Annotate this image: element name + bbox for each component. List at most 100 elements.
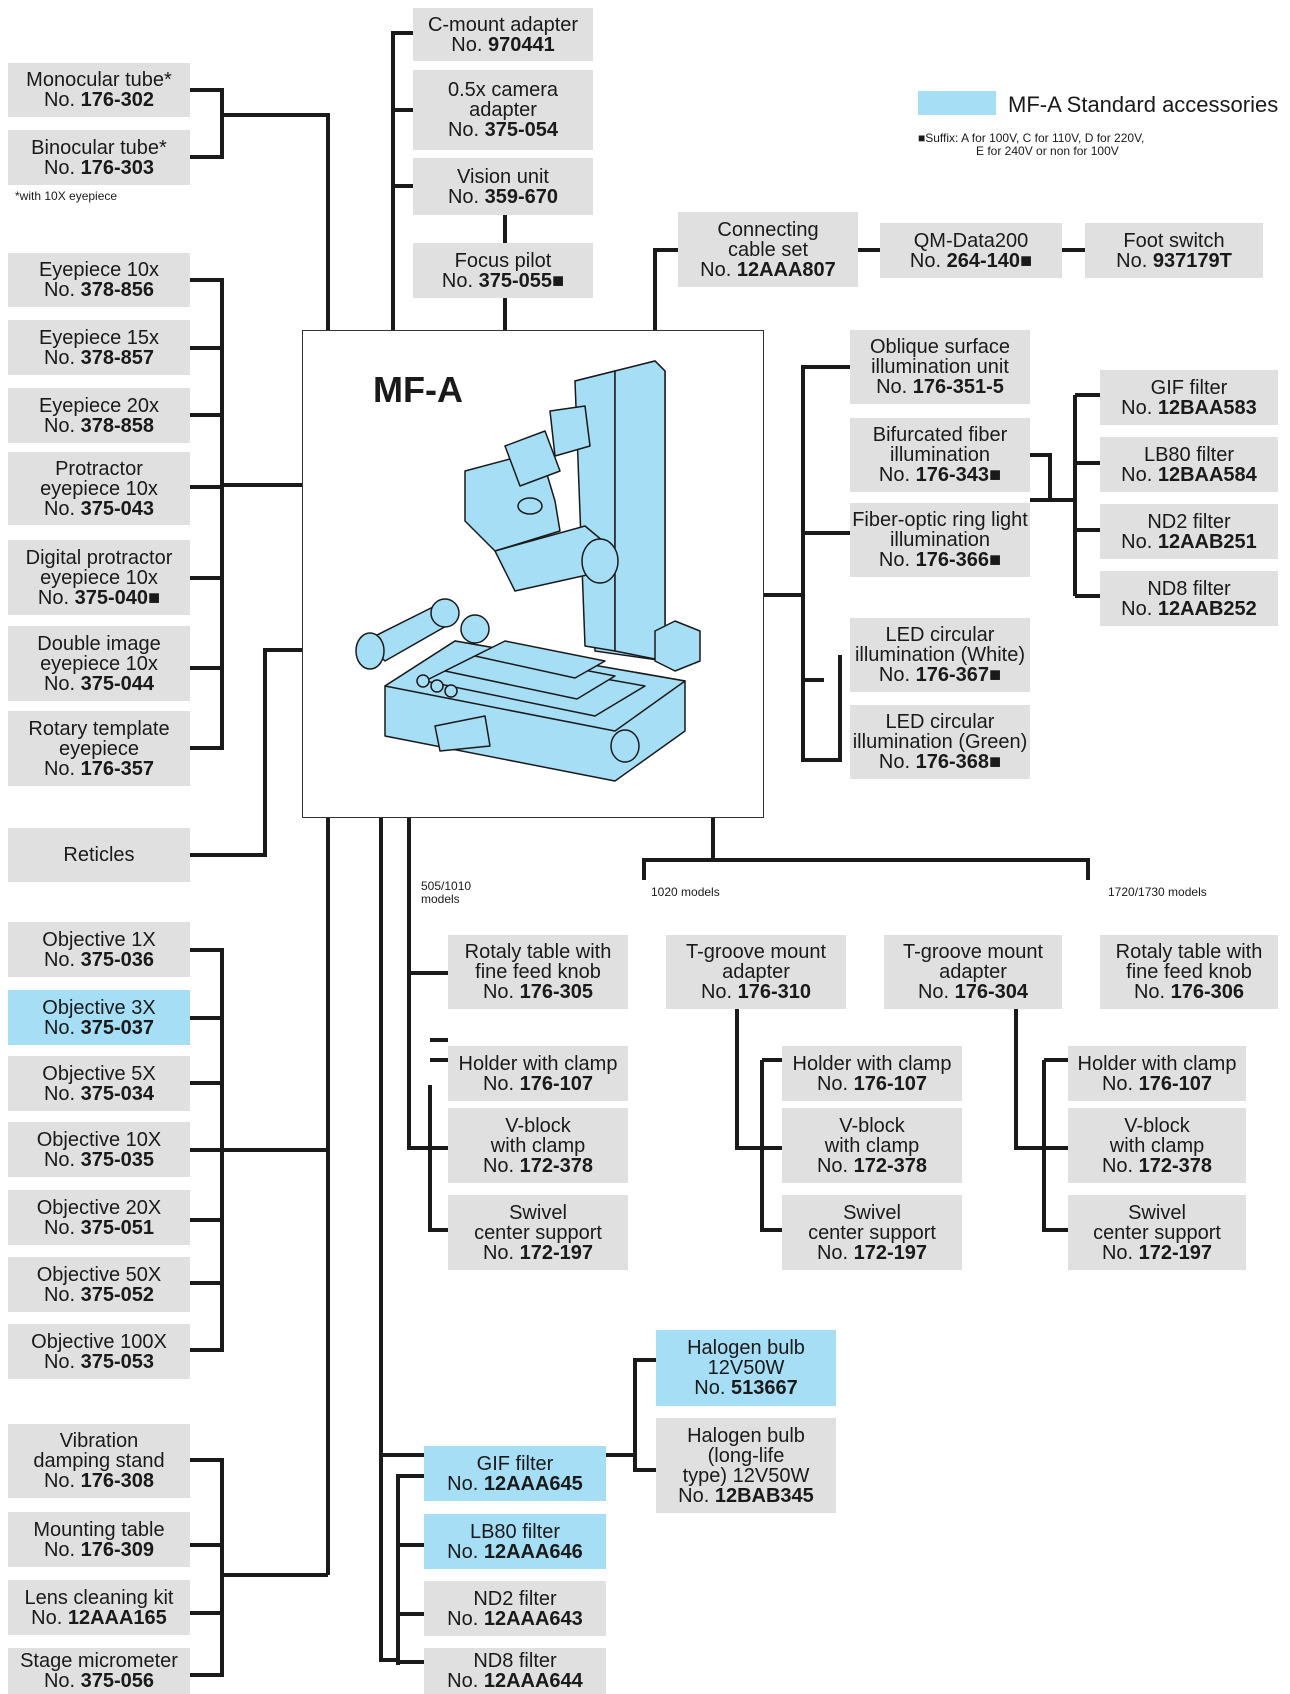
accessory-label: Objective 5X: [42, 1062, 156, 1085]
part-number: No. 172-378: [482, 1154, 594, 1177]
main-product-frame: MF-A: [302, 330, 764, 818]
accessory-label: Focus pilot: [454, 249, 552, 272]
accessory-label: fine feed knob: [475, 961, 601, 983]
part-number: No. 176-308: [43, 1470, 155, 1492]
models-505-1010-line1: 505/1010: [421, 879, 472, 893]
part-number: No. 176-304: [917, 981, 1029, 1003]
part-number: No. 176-351-5: [876, 376, 1004, 398]
accessory-label: Oblique surface: [869, 336, 1011, 358]
accessory-label: eyepiece 10x: [40, 477, 158, 500]
part-number: No. 176-302: [43, 89, 155, 111]
accessory-label: center support: [1093, 1221, 1221, 1244]
part-number: No. 375-052: [43, 1283, 155, 1306]
suffix-line1: A for 100V, C for 110V, D for 220V,: [961, 131, 1145, 145]
part-number: No. 172-197: [1101, 1241, 1213, 1264]
accessory-label: Connecting: [717, 218, 819, 241]
accessory-label: ND8 filter: [1147, 577, 1231, 600]
models-1020-label: 1020 models: [651, 885, 720, 899]
accessory-label: Objective 3X: [42, 996, 156, 1019]
part-number: No. 172-378: [1101, 1154, 1213, 1177]
accessory-label: illumination: [889, 529, 991, 551]
part-number: No. 12AAA643: [447, 1607, 583, 1630]
accessory-label: Foot switch: [1123, 229, 1225, 252]
accessory-label: C-mount adapter: [427, 13, 579, 36]
part-number: No. 176-305: [482, 981, 594, 1003]
accessory-label: illumination: [889, 444, 991, 466]
accessory-label: 0.5x camera: [447, 79, 559, 101]
models-505-1010-label: 505/1010 models: [421, 880, 471, 906]
accessory-label: illumination (White): [854, 644, 1026, 666]
accessory-label: Objective 100X: [31, 1330, 167, 1353]
part-number: No. 176-368■: [878, 751, 1002, 773]
accessory-label: Stage micrometer: [20, 1650, 178, 1672]
part-number: No. 12BAA583: [1121, 396, 1257, 419]
accessory-label: ND2 filter: [1147, 510, 1231, 533]
part-number: No. 12AAA644: [447, 1670, 583, 1692]
part-number: No. 12AAA645: [447, 1472, 583, 1495]
product-title: MF-A: [373, 369, 463, 410]
accessory-label: adapter: [469, 99, 537, 121]
accessory-reticles: Reticles: [8, 828, 190, 882]
suffix-note: ■Suffix: A for 100V, C for 110V, D for 2…: [918, 132, 1144, 158]
part-number: No. 359-670: [447, 185, 559, 208]
accessory-label: Eyepiece 20x: [38, 394, 160, 417]
part-number: No. 12AAB251: [1121, 530, 1257, 553]
accessory-label: Eyepiece 10x: [38, 259, 160, 281]
accessory-label: Vision unit: [457, 165, 549, 188]
microscope-illustration: [355, 360, 701, 782]
accessory-label: Objective 50X: [36, 1263, 162, 1286]
accessory-label: Objective 20X: [36, 1196, 162, 1219]
eyepiece-note: *with 10X eyepiece: [15, 189, 118, 203]
accessory-label: Holder with clamp: [792, 1052, 952, 1075]
accessory-label: Swivel: [843, 1201, 901, 1224]
accessory-label: Holder with clamp: [1077, 1052, 1237, 1075]
accessory-label: LB80 filter: [1143, 443, 1235, 466]
accessory-label: center support: [808, 1221, 936, 1244]
part-number: No. 12AAB252: [1121, 597, 1257, 620]
accessory-label: Objective 10X: [36, 1128, 162, 1151]
accessory-label: Fiber-optic ring light: [852, 509, 1028, 531]
accessory-label: illumination unit: [871, 356, 1009, 378]
part-number: No. 176-306: [1133, 981, 1245, 1003]
part-number: No. 375-037: [43, 1016, 155, 1039]
part-number: No. 375-053: [43, 1350, 155, 1373]
accessory-label: Halogen bulb: [687, 1424, 805, 1447]
accessory-label: Lens cleaning kit: [24, 1586, 174, 1609]
part-number: No. 176-357: [43, 757, 155, 780]
accessory-label: 12V50W: [707, 1357, 785, 1379]
accessory-label: Swivel: [509, 1201, 567, 1224]
part-number: No. 513667: [694, 1377, 798, 1399]
accessory-label: ND2 filter: [473, 1587, 557, 1610]
part-number: No. 176-309: [43, 1538, 155, 1561]
part-number: No. 12AAA646: [447, 1540, 583, 1563]
accessory-label: Rotaly table with: [464, 941, 612, 963]
part-number: No. 378-857: [43, 346, 155, 369]
accessory-label: eyepiece 10x: [40, 566, 158, 589]
models-1720-1730-label: 1720/1730 models: [1108, 885, 1207, 899]
accessory-label: QM-Data200: [913, 229, 1029, 252]
